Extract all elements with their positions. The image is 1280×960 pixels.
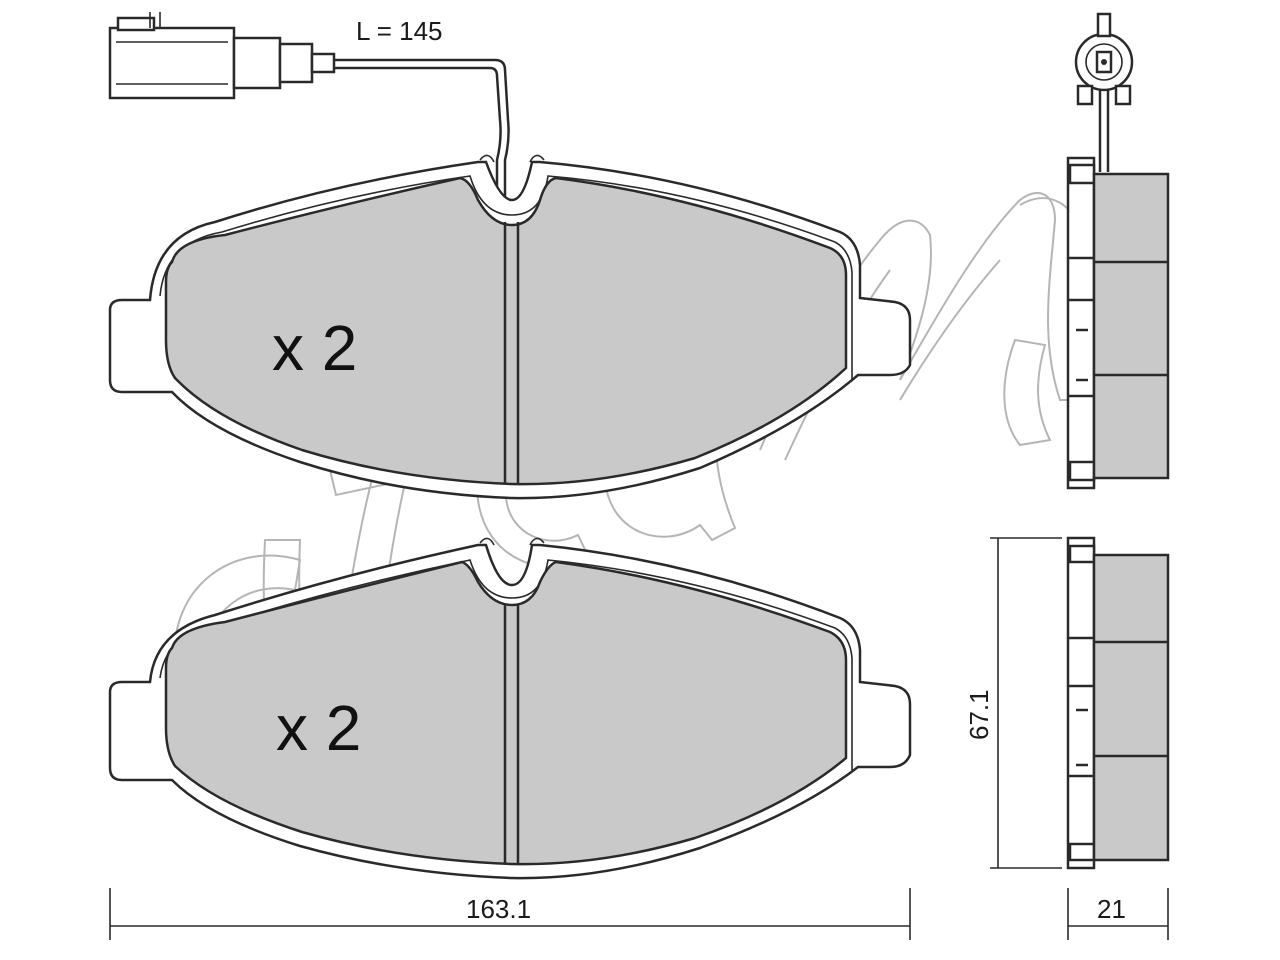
height-dimension bbox=[990, 537, 1062, 869]
wear-sensor-wire bbox=[334, 58, 510, 222]
width-dimension bbox=[109, 888, 911, 940]
wire-length-label: L = 145 bbox=[356, 16, 443, 46]
thickness-dimension-label: 21 bbox=[1097, 894, 1126, 924]
bottom-brake-pad bbox=[108, 537, 912, 880]
height-dimension-label: 67.1 bbox=[964, 689, 994, 740]
top-pad-quantity-label: x 2 bbox=[272, 312, 357, 384]
side-view-bottom-pad bbox=[1066, 536, 1170, 870]
wear-sensor-connector bbox=[108, 12, 336, 100]
side-view-top-pad bbox=[1066, 12, 1170, 490]
width-dimension-label: 163.1 bbox=[466, 894, 531, 924]
bottom-pad-quantity-label: x 2 bbox=[276, 692, 361, 764]
top-brake-pad bbox=[108, 154, 912, 500]
thickness-dimension bbox=[1067, 888, 1169, 940]
